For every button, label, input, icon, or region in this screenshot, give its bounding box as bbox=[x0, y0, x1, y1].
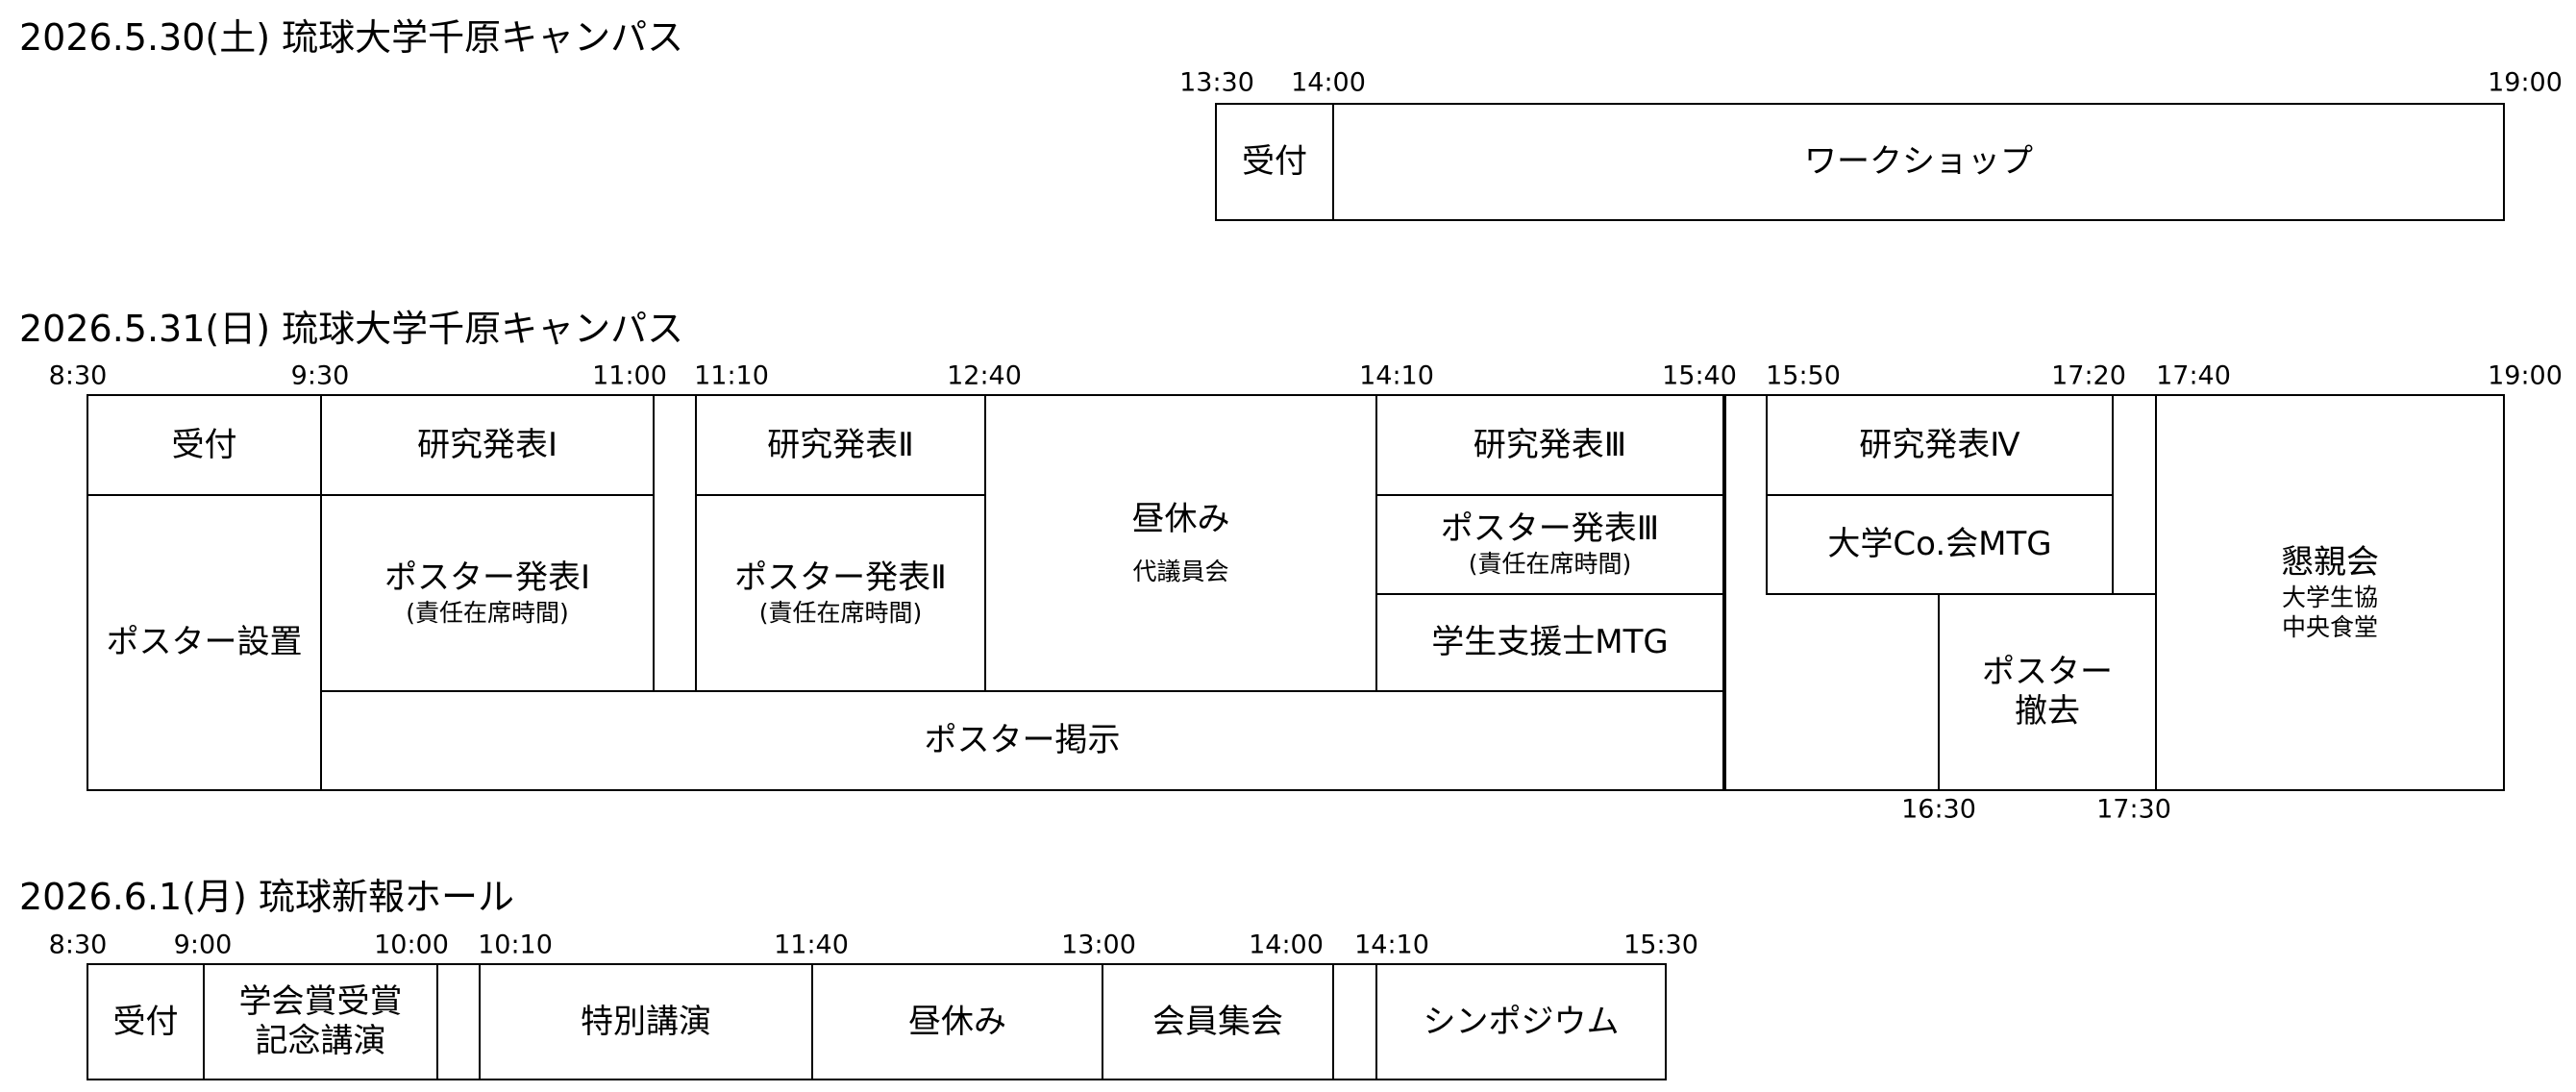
time-label: 14:00 bbox=[1291, 67, 1366, 98]
day2-research-3: 研究発表Ⅲ bbox=[1375, 394, 1724, 496]
time-label: 19:00 bbox=[2488, 360, 2563, 391]
day2-coop-mtg: 大学Co.会MTG bbox=[1766, 494, 2114, 595]
day3-members-meeting: 会員集会 bbox=[1102, 963, 1334, 1080]
time-label: 9:00 bbox=[173, 930, 233, 960]
time-label: 8:30 bbox=[48, 360, 108, 391]
cell-label: 会員集会 bbox=[1152, 1002, 1283, 1041]
time-label: 10:00 bbox=[374, 930, 449, 960]
time-label: 17:40 bbox=[2156, 360, 2231, 391]
cell-sublabel: 中央食堂 bbox=[2281, 612, 2378, 641]
cell-label: 研究発表Ⅰ bbox=[416, 425, 558, 464]
day1-title: 2026.5.30(土) 琉球大学千原キャンパス bbox=[19, 16, 684, 59]
cell-label: 記念講演 bbox=[255, 1022, 386, 1060]
cell-sublabel: (責任在席時間) bbox=[406, 598, 569, 627]
time-label: 10:10 bbox=[478, 930, 553, 960]
time-label: 12:40 bbox=[947, 360, 1022, 391]
cell-label: ポスター発表Ⅱ bbox=[734, 558, 947, 597]
day1-workshop: ワークショップ bbox=[1332, 103, 2505, 221]
cell-sublabel: 代議員会 bbox=[1132, 557, 1229, 585]
day2-research-2: 研究発表Ⅱ bbox=[695, 394, 986, 496]
time-label: 11:10 bbox=[694, 360, 769, 391]
day3-break bbox=[436, 963, 481, 1080]
day2-break-2 bbox=[1722, 394, 1726, 791]
day3-special-lecture: 特別講演 bbox=[479, 963, 813, 1080]
time-label: 17:20 bbox=[2051, 360, 2126, 391]
cell-label: 学会賞受賞 bbox=[238, 982, 403, 1022]
time-label: 14:10 bbox=[1359, 360, 1434, 391]
cell-label: ポスター発表Ⅲ bbox=[1440, 509, 1660, 549]
time-label: 11:00 bbox=[592, 360, 667, 391]
cell-label: 撤去 bbox=[2015, 692, 2080, 731]
time-label: 13:00 bbox=[1061, 930, 1136, 960]
cell-label: ポスター掲示 bbox=[924, 721, 1121, 760]
day2-title: 2026.5.31(日) 琉球大学千原キャンパス bbox=[19, 308, 684, 350]
cell-label: シンポジウム bbox=[1423, 1002, 1620, 1041]
day3-award-lecture: 学会賞受賞記念講演 bbox=[203, 963, 438, 1080]
time-label: 15:40 bbox=[1662, 360, 1737, 391]
cell-label: 受付 bbox=[1242, 142, 1307, 182]
cell-label: 受付 bbox=[171, 425, 237, 464]
day3-reception: 受付 bbox=[87, 963, 205, 1080]
day2-lunch: 昼休み代議員会 bbox=[984, 394, 1377, 692]
cell-label: 昼休み bbox=[908, 1002, 1006, 1041]
time-label: 14:00 bbox=[1249, 930, 1324, 960]
day2-poster-2: ポスター発表Ⅱ(責任在席時間) bbox=[695, 494, 986, 692]
day2-research-1: 研究発表Ⅰ bbox=[320, 394, 655, 496]
cell-label: 昼休み bbox=[1131, 499, 1230, 538]
cell-label: 研究発表Ⅳ bbox=[1859, 425, 2020, 464]
time-label: 14:10 bbox=[1354, 930, 1429, 960]
day2-poster-3: ポスター発表Ⅲ(責任在席時間) bbox=[1375, 494, 1724, 595]
day2-poster-display: ポスター掲示 bbox=[320, 690, 1724, 791]
day3-title: 2026.6.1(月) 琉球新報ホール bbox=[19, 876, 514, 918]
day2-poster-1: ポスター発表Ⅰ(責任在席時間) bbox=[320, 494, 655, 692]
day3-break-2 bbox=[1332, 963, 1377, 1080]
cell-sublabel: (責任在席時間) bbox=[758, 598, 923, 627]
day2-support-mtg: 学生支援士MTG bbox=[1375, 593, 1724, 692]
time-label: 8:30 bbox=[48, 930, 108, 960]
cell-label: ポスター bbox=[1982, 653, 2113, 692]
day2-research-4: 研究発表Ⅳ bbox=[1766, 394, 2114, 496]
cell-label: 受付 bbox=[112, 1002, 179, 1041]
day3-lunch: 昼休み bbox=[811, 963, 1103, 1080]
time-label: 9:30 bbox=[290, 360, 350, 391]
time-label: 15:30 bbox=[1623, 930, 1698, 960]
day2-party: 懇親会大学生協中央食堂 bbox=[2155, 394, 2505, 791]
cell-label: ポスター発表Ⅰ bbox=[384, 558, 591, 597]
time-label: 13:30 bbox=[1179, 67, 1254, 98]
cell-label: ポスター設置 bbox=[106, 623, 303, 662]
cell-label: 特別講演 bbox=[581, 1002, 711, 1041]
cell-sublabel: 大学生協 bbox=[2281, 583, 2378, 611]
cell-sublabel: (責任在席時間) bbox=[1468, 550, 1632, 579]
cell-label: 研究発表Ⅱ bbox=[767, 425, 914, 464]
day2-poster-setup: ポスター設置 bbox=[87, 494, 322, 791]
time-label: 11:40 bbox=[774, 930, 849, 960]
time-label: 17:30 bbox=[2096, 794, 2171, 825]
day1-reception: 受付 bbox=[1215, 103, 1334, 221]
cell-label: 懇親会 bbox=[2281, 542, 2379, 582]
day2-break-1 bbox=[653, 394, 697, 692]
cell-label: 学生支援士MTG bbox=[1431, 623, 1669, 662]
time-label: 16:30 bbox=[1901, 794, 1976, 825]
cell-label: 研究発表Ⅲ bbox=[1473, 425, 1627, 464]
day2-poster-removal: ポスター撤去 bbox=[1938, 593, 2157, 791]
day3-symposium: シンポジウム bbox=[1375, 963, 1667, 1080]
cell-label: ワークショップ bbox=[1804, 142, 2033, 182]
time-label: 19:00 bbox=[2488, 67, 2563, 98]
cell-label: 大学Co.会MTG bbox=[1827, 525, 2052, 564]
day2-reception: 受付 bbox=[87, 394, 322, 496]
time-label: 15:50 bbox=[1766, 360, 1841, 391]
